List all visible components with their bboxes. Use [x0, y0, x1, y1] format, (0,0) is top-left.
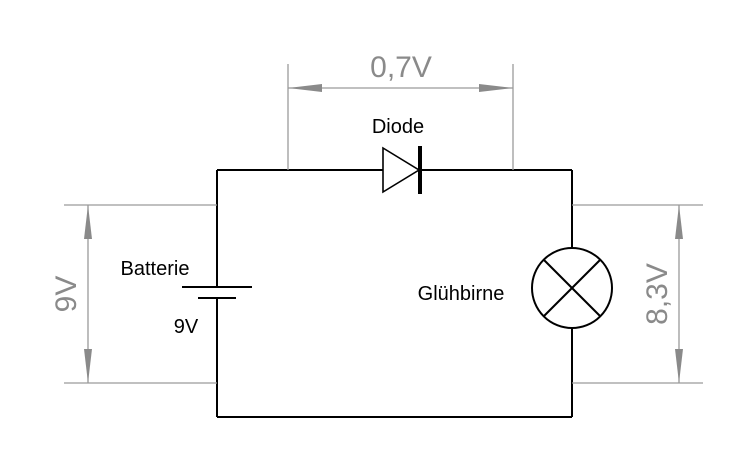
dimension-top: 0,7V: [287, 51, 514, 170]
lamp-label: Glühbirne: [418, 283, 505, 305]
dimension-left-arrow-bottom: [84, 349, 92, 383]
battery-voltage-label: 9V: [174, 316, 199, 338]
lamp-cross-b: [543, 259, 601, 317]
dimension-left-arrow-top: [84, 205, 92, 239]
dimension-top-label: 0,7V: [370, 51, 432, 84]
dimension-left: 9V: [50, 204, 217, 384]
battery-label: Batterie: [121, 258, 190, 280]
diode-label: Diode: [372, 116, 424, 138]
dimension-right-label: 8,3V: [641, 263, 674, 325]
dimension-left-label: 9V: [50, 276, 83, 313]
diode-triangle: [382, 146, 421, 194]
dimension-top-arrow-right: [479, 84, 513, 92]
diode-symbol: [382, 146, 422, 194]
dimension-right-arrow-bottom: [675, 349, 683, 383]
dimension-right-arrow-top: [675, 205, 683, 239]
dimension-top-arrow-left: [288, 84, 322, 92]
battery-symbol: [182, 286, 252, 299]
dimension-right: 8,3V: [572, 204, 703, 384]
lamp-symbol: [531, 247, 613, 329]
circuit-wires: [216, 169, 573, 418]
